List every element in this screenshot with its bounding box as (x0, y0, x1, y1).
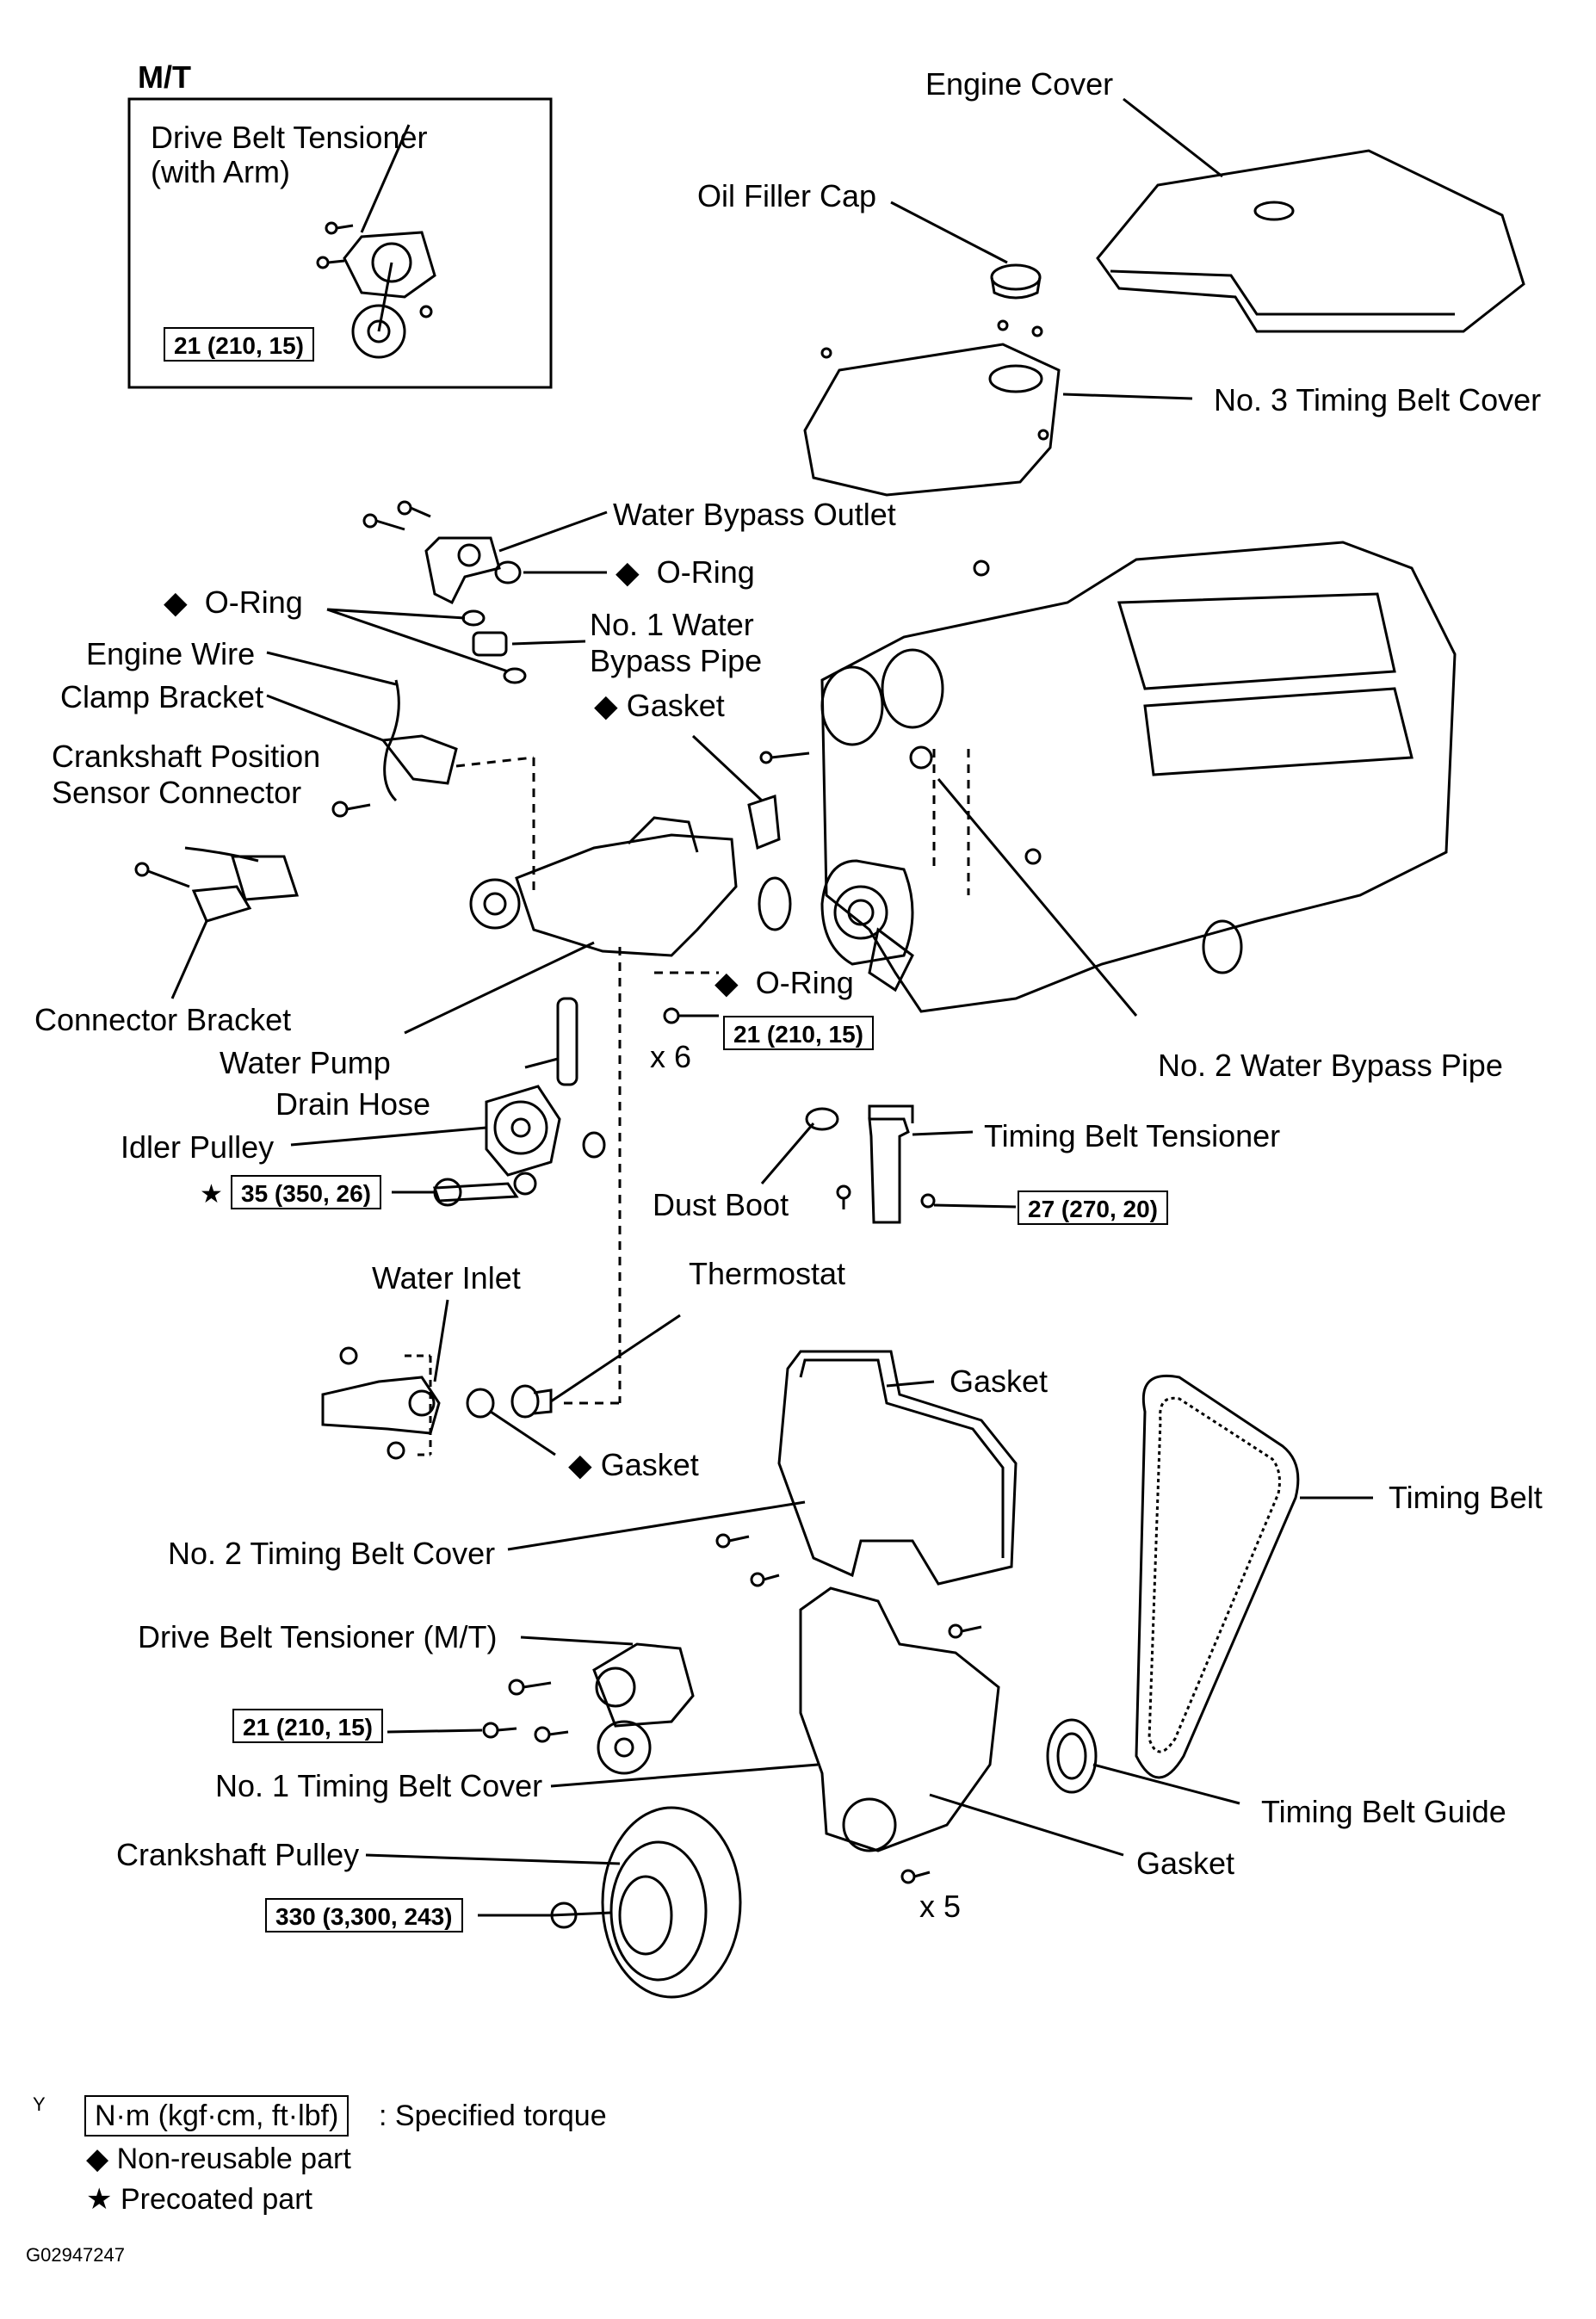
label-o-ring-1: ◆ O-Ring (616, 554, 755, 590)
label-dust-boot: Dust Boot (653, 1187, 789, 1222)
inset-tensioner-sketch (316, 124, 436, 359)
non-reusable-symbol: ◆ (86, 2143, 109, 2175)
label-no2-timing-belt-cover: No. 2 Timing Belt Cover (168, 1536, 496, 1571)
timing-belt-guide-sketch (1046, 1718, 1240, 1805)
inset-frame (127, 97, 553, 389)
legend-unit-box: N·m (kgf·cm, ft·lbf) (84, 2095, 350, 2137)
non-reusable-symbol: ◆ (714, 965, 739, 1000)
non-reusable-symbol: ◆ (616, 554, 640, 590)
drive-belt-tensioner-sketch (387, 1636, 695, 1775)
inset-torque-box: 21 (210, 15) (164, 327, 314, 362)
label-o-ring-3: ◆ O-Ring (714, 965, 854, 1000)
precoated-symbol: ★ (86, 2183, 113, 2216)
label-crankshaft-position-sensor-connector: Crankshaft Position Sensor Connector (52, 739, 321, 810)
non-reusable-symbol: ◆ (568, 1447, 592, 1482)
timing-belt-tensioner-sketch (760, 1104, 1017, 1224)
no3-timing-belt-cover-sketch (803, 319, 1193, 497)
label-idler-pulley: Idler Pulley (121, 1129, 275, 1165)
label-clamp-bracket: Clamp Bracket (60, 679, 264, 714)
legend-specified-torque: : Specified torque (379, 2099, 607, 2132)
water-bypass-outlet-sketch (326, 500, 608, 684)
legend-marker: Y (33, 2093, 46, 2115)
label-x5: x 5 (919, 1889, 962, 1924)
no2-timing-belt-cover-sketch (507, 1350, 1018, 1587)
label-connector-bracket: Connector Bracket (34, 1002, 292, 1037)
label-timing-belt: Timing Belt (1389, 1480, 1543, 1515)
water-pump-sketch (404, 756, 738, 1403)
idler-pulley-sketch (290, 1085, 606, 1207)
label-o-ring-2: ◆ O-Ring (164, 584, 303, 620)
legend-non-reusable: ◆ Non-reusable part (86, 2143, 351, 2175)
label-no1-timing-belt-cover: No. 1 Timing Belt Cover (215, 1768, 543, 1803)
no1-timing-belt-cover-sketch (550, 1586, 1124, 1884)
label-gasket-3: ◆ Gasket (568, 1447, 699, 1482)
timing-belt-sketch (1135, 1374, 1373, 1779)
torque-idler-pulley: 35 (350, 26) (231, 1175, 381, 1209)
label-drive-belt-tensioner-mt: Drive Belt Tensioner (M/T) (138, 1619, 498, 1654)
torque-timing-belt-tensioner: 27 (270, 20) (1018, 1190, 1168, 1225)
label-oil-filler-cap: Oil Filler Cap (697, 178, 877, 213)
inset-label-drive-belt-tensioner: Drive Belt Tensioner (with Arm) (151, 120, 428, 189)
legend-precoated: ★ Precoated part (86, 2183, 312, 2216)
torque-water-pump: 21 (210, 15) (723, 1016, 874, 1050)
water-inlet-sketch (321, 1299, 681, 1460)
label-gasket-1: ◆ Gasket (594, 688, 725, 723)
label-timing-belt-tensioner: Timing Belt Tensioner (984, 1118, 1281, 1153)
oil-filler-cap-sketch (890, 201, 1042, 300)
wire-bracket-sketch (134, 651, 458, 999)
label-no2-water-bypass-pipe: No. 2 Water Bypass Pipe (1158, 1048, 1503, 1083)
label-water-inlet: Water Inlet (372, 1260, 521, 1296)
label-no3-timing-belt-cover: No. 3 Timing Belt Cover (1214, 382, 1542, 417)
label-water-pump: Water Pump (220, 1045, 391, 1080)
engine-block-sketch (820, 541, 1457, 1017)
non-reusable-symbol: ◆ (594, 688, 618, 723)
crankshaft-pulley-sketch (365, 1806, 742, 1999)
label-timing-belt-guide: Timing Belt Guide (1261, 1794, 1506, 1829)
torque-drive-belt-tensioner: 21 (210, 15) (232, 1709, 383, 1743)
label-thermostat: Thermostat (689, 1256, 846, 1291)
precoated-symbol: ★ (200, 1180, 223, 1209)
label-water-bypass-outlet: Water Bypass Outlet (613, 497, 896, 532)
engine-cover-sketch (1096, 97, 1525, 333)
label-gasket-2: Gasket (950, 1364, 1049, 1399)
pump-gasket-sketch (654, 734, 810, 1024)
label-crankshaft-pulley: Crankshaft Pulley (116, 1837, 360, 1872)
label-no1-water-bypass-pipe: No. 1 Water Bypass Pipe (590, 607, 763, 678)
torque-crankshaft-pulley: 330 (3,300, 243) (265, 1898, 463, 1932)
drain-hose-sketch (556, 997, 578, 1086)
non-reusable-symbol: ◆ (164, 584, 188, 620)
label-engine-cover: Engine Cover (925, 66, 1114, 102)
label-drain-hose: Drain Hose (275, 1086, 431, 1122)
label-x6: x 6 (650, 1039, 692, 1074)
inset-title: M/T (138, 59, 191, 95)
figure-id: G02947247 (26, 2244, 125, 2266)
label-engine-wire: Engine Wire (86, 636, 256, 671)
label-gasket-4: Gasket (1136, 1846, 1235, 1881)
